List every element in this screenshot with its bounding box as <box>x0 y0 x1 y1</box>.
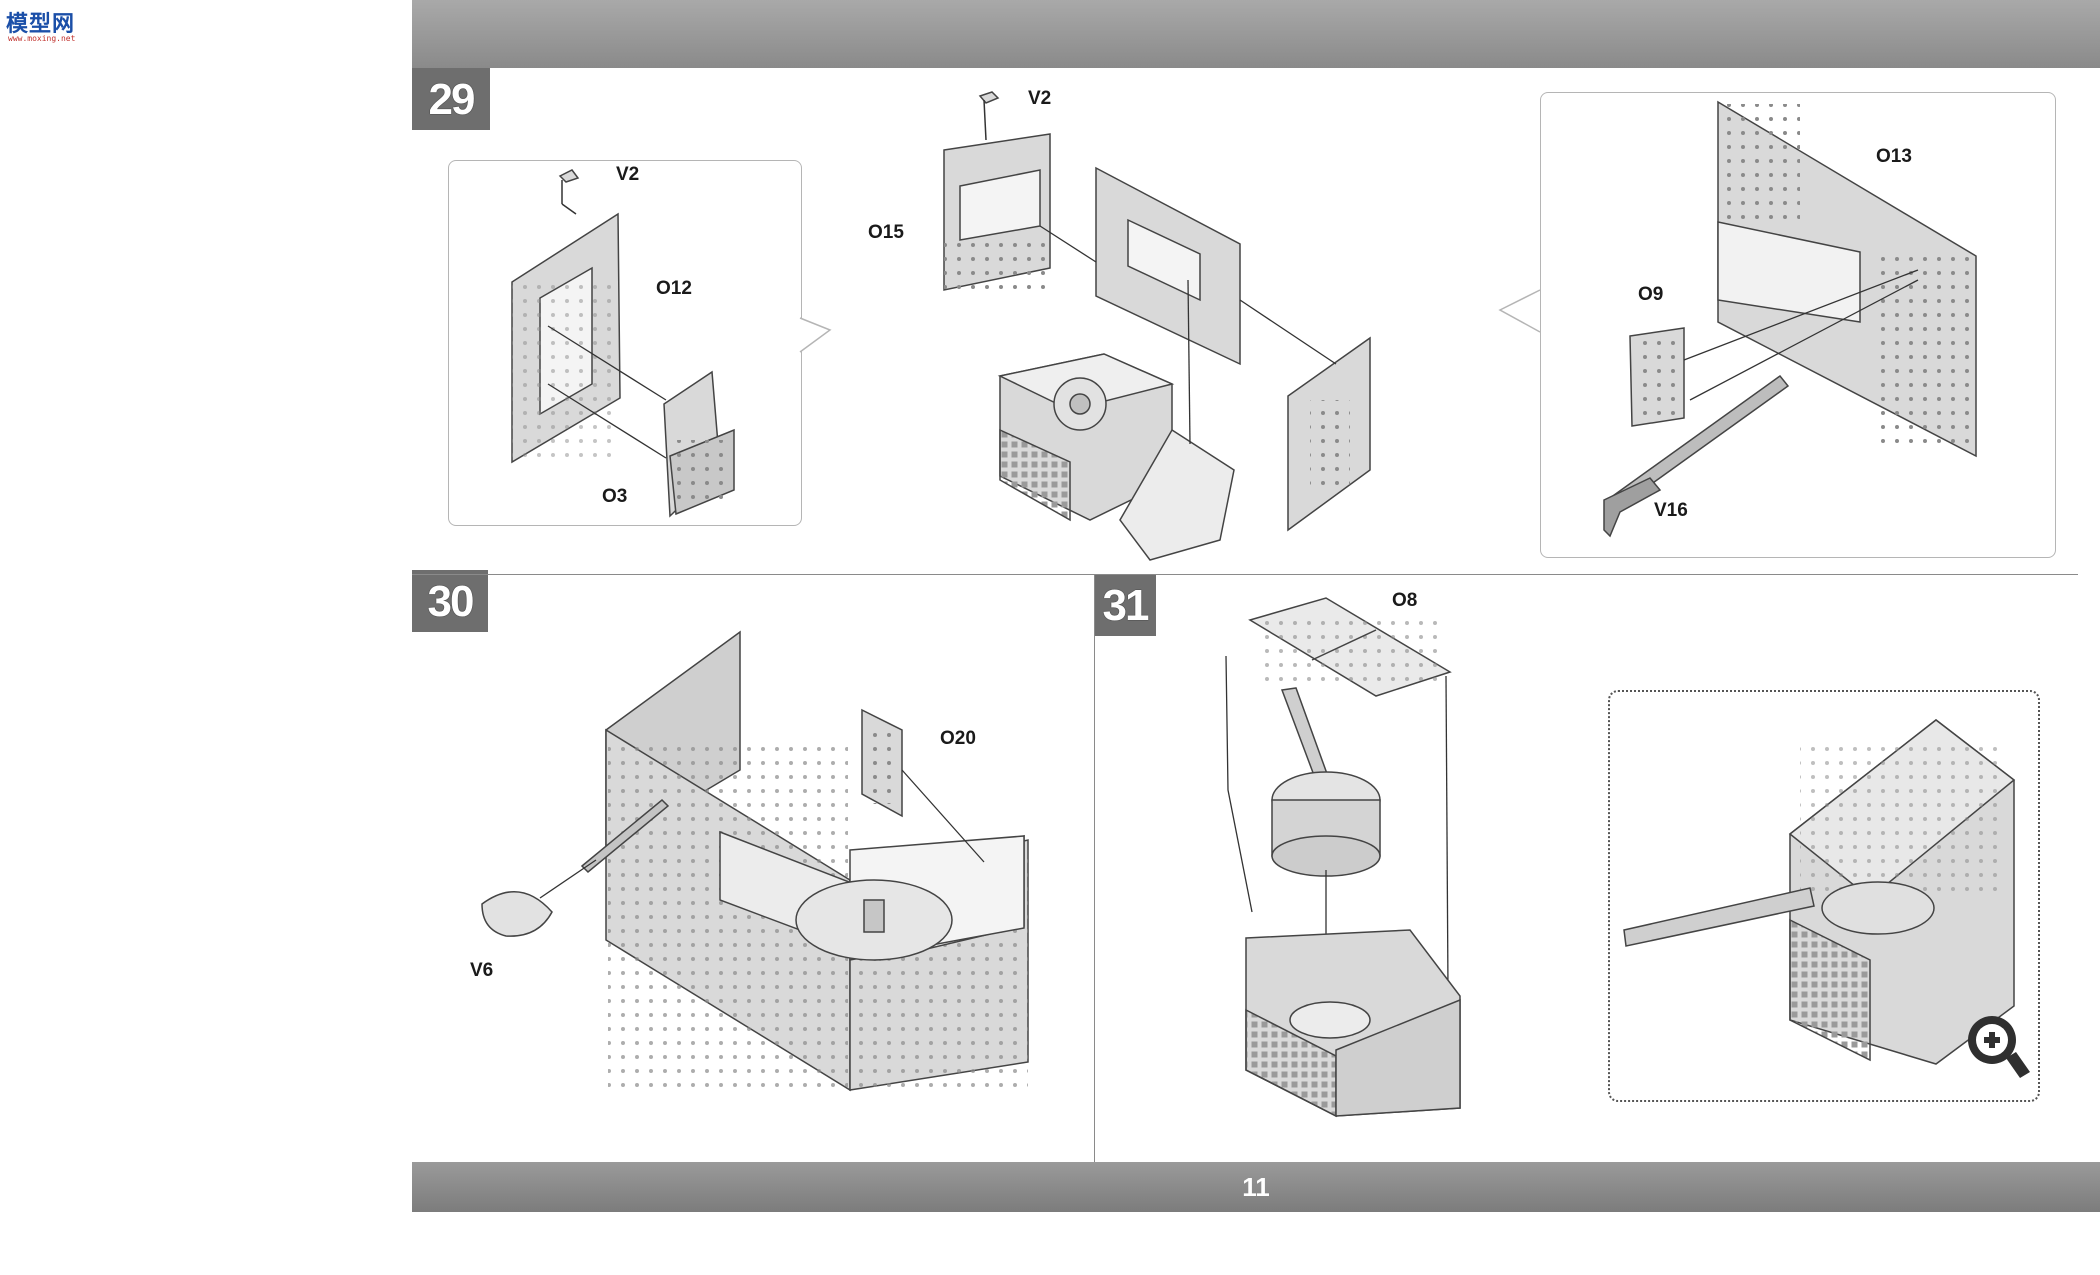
magnifier-plus-icon <box>1968 1016 2030 1078</box>
part-label-o13: O13 <box>1876 146 1912 167</box>
step31-zoom-art <box>1623 719 2030 1078</box>
step-badge-29: 29 <box>412 68 490 130</box>
footer-band: 11 <box>412 1162 2100 1212</box>
part-label-o9: O9 <box>1638 284 1664 305</box>
section-divider-vertical <box>1094 574 1095 1162</box>
part-label-v6: V6 <box>470 960 494 981</box>
watermark-logo: 模型网 www.moxing.net <box>6 6 76 46</box>
watermark-url: www.moxing.net <box>8 34 76 43</box>
watermark-brand: 模型网 <box>6 11 76 36</box>
part-label-o8: O8 <box>1392 590 1418 611</box>
step29-left-detail-art <box>511 169 832 518</box>
step29-right-detail-art <box>1498 100 1977 538</box>
zoom-detail-frame <box>1608 690 2040 1102</box>
part-label-o20: O20 <box>940 728 976 749</box>
step29-main-art <box>943 91 1371 561</box>
step-badge-31: 31 <box>1094 574 1156 636</box>
part-label-o3: O3 <box>602 486 628 507</box>
step31-art <box>1225 597 1461 1118</box>
header-band <box>412 0 2100 68</box>
page-number: 11 <box>1242 1172 1270 1202</box>
section-divider-horizontal <box>412 574 2078 575</box>
part-label-o15: O15 <box>868 222 904 243</box>
step-badge-30: 30 <box>412 570 488 632</box>
part-label-v16: V16 <box>1654 500 1688 521</box>
part-label-o12: O12 <box>656 278 692 299</box>
step30-art <box>481 630 1029 1092</box>
detail-frame-right <box>1540 92 2056 558</box>
part-label-v2-main: V2 <box>1028 88 1052 109</box>
part-label-v2-detail: V2 <box>616 164 640 185</box>
